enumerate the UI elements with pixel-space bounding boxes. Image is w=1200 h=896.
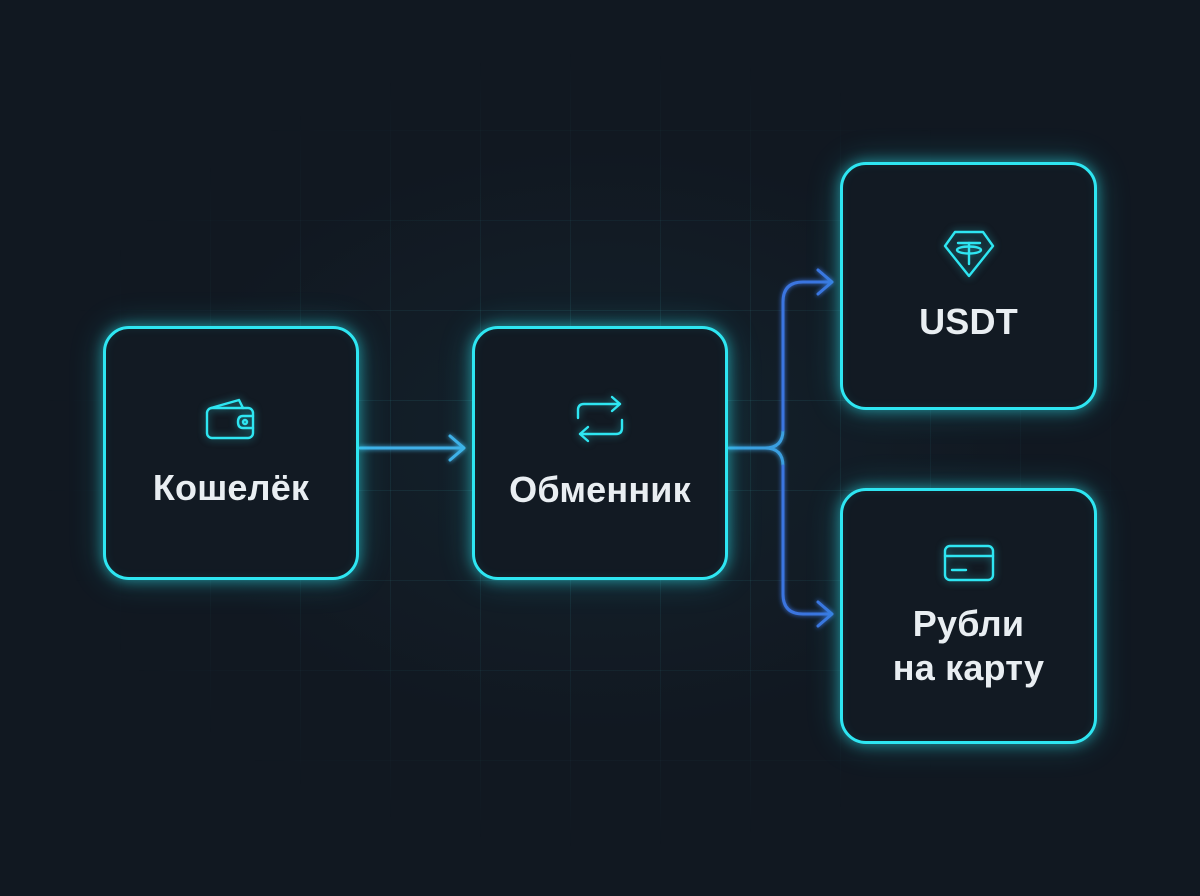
edge-exchange-usdt [781, 280, 832, 432]
tether-icon [943, 230, 994, 278]
bank-card-icon [943, 544, 994, 582]
edge-exchange-rub [781, 464, 832, 616]
node-rub-label: Рубли на карту [893, 602, 1044, 690]
node-usdt-label: USDT [919, 301, 1018, 342]
wallet-icon [205, 398, 255, 440]
arrowhead-exchange [448, 434, 466, 462]
arrowhead-rub [816, 600, 834, 628]
exchange-arrows-icon [576, 395, 624, 443]
node-usdt: USDT [840, 162, 1097, 410]
edge-exchange-stem [727, 428, 785, 450]
node-wallet: Кошелёк [103, 326, 359, 580]
node-exchange-label: Обменник [509, 469, 691, 510]
node-exchange: Обменник [472, 326, 728, 580]
node-rub-label-line1: Рубли [912, 603, 1025, 644]
node-wallet-label: Кошелёк [152, 467, 310, 508]
arrowhead-usdt [816, 268, 834, 296]
node-rub-label-line2: на карту [892, 647, 1045, 688]
node-rub: Рубли на карту [840, 488, 1097, 744]
edge-exchange-stem-lower [763, 446, 785, 468]
